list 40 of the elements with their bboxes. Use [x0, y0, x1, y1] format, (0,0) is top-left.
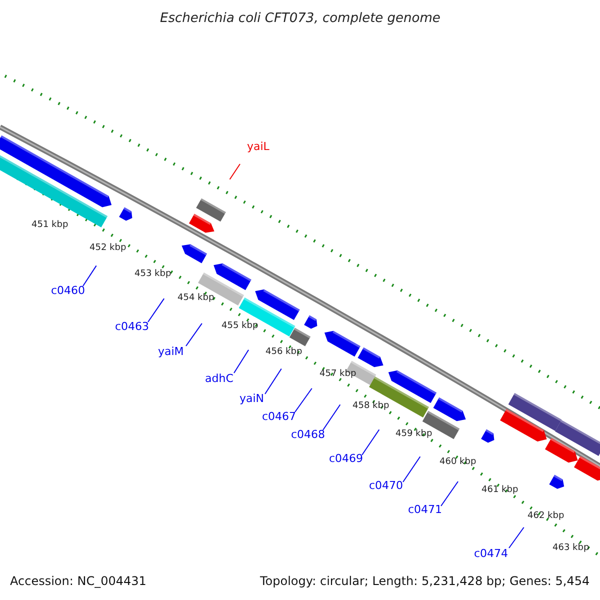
gene-label: yaiM [158, 346, 184, 356]
footer-text: Accession: NC_004431 [10, 575, 146, 587]
gene-label: yaiL [247, 140, 270, 152]
leader-line [508, 526, 524, 548]
tick-label: 459 kbp [396, 430, 432, 438]
tick-label: 451 kbp [32, 220, 68, 230]
gene-label: c0469 [329, 452, 364, 464]
tick-label: 461 kbp [482, 486, 518, 494]
leader-line [402, 456, 421, 482]
leader-line [264, 368, 282, 394]
tick-label: 454 kbp [178, 294, 214, 302]
tick-label: 458 kbp [352, 402, 390, 410]
gene-label: adhC [205, 372, 234, 384]
footer-text: Topology: circular; Length: 5,231,428 bp; Genes: 5,454 [260, 575, 590, 587]
gene-label: c0471 [408, 504, 442, 514]
tick-label: 453 kbp [134, 270, 172, 278]
leader-line [440, 481, 459, 506]
gene-label: c0474 [474, 548, 508, 558]
tick-label: 457 kbp [320, 370, 356, 378]
map-title: Escherichia coli CFT073, complete genome [160, 12, 440, 24]
leader-line [362, 429, 380, 456]
tick-label: 452 kbp [90, 244, 126, 252]
leader-line [148, 298, 165, 322]
gene-label: c0470 [369, 480, 404, 490]
gene-label: c0460 [51, 284, 86, 296]
gene-label: c0468 [291, 428, 326, 440]
gene-label: yaiN [240, 392, 264, 404]
gene-label: c0467 [262, 410, 296, 422]
leader-line [82, 265, 97, 286]
leader-line [322, 404, 341, 430]
tick-label: 456 kbp [266, 348, 302, 356]
tick-label: 460 kbp [440, 458, 476, 466]
tick-label: 462 kbp [528, 512, 564, 520]
tick-label: 463 kbp [552, 544, 590, 552]
leader-line [294, 388, 312, 412]
gene-label: c0463 [115, 320, 150, 332]
leader-line [229, 164, 240, 180]
leader-line [186, 322, 202, 346]
tick-label: 455 kbp [222, 322, 258, 330]
leader-line [234, 349, 250, 374]
